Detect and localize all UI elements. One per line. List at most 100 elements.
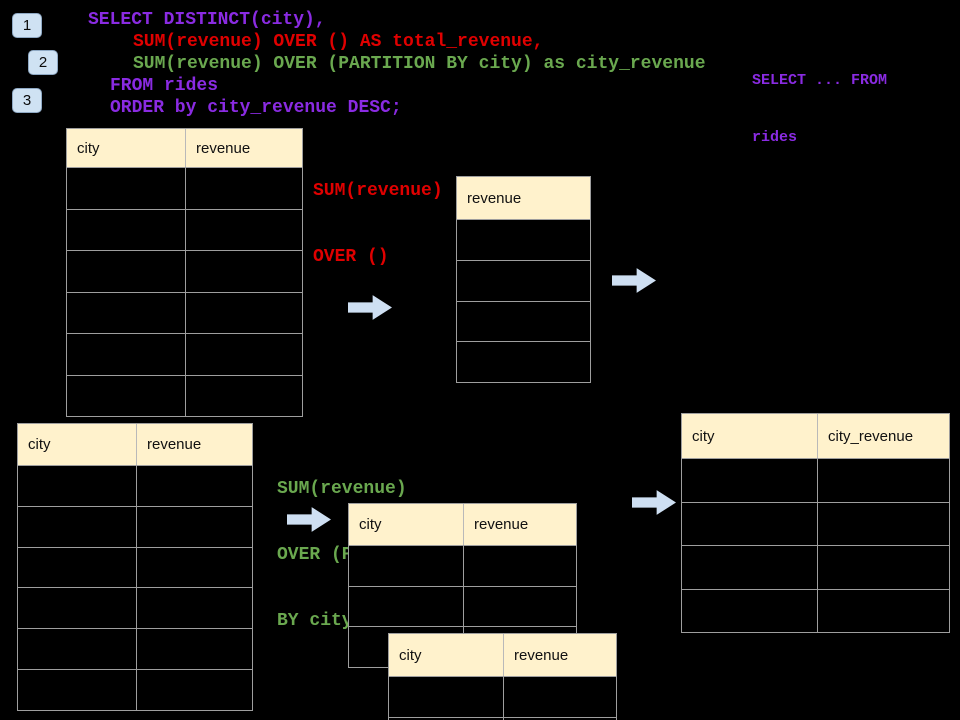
step-badge-2: 2	[28, 50, 58, 75]
table-row	[389, 677, 616, 718]
annotation-line: SELECT ... FROM	[752, 72, 888, 89]
table-row	[18, 466, 252, 507]
table-body	[18, 466, 252, 710]
table-cell	[18, 588, 137, 629]
column-header-city: city	[18, 424, 137, 465]
table-cell	[18, 506, 137, 547]
sql-line-select: SELECT DISTINCT(city),	[88, 10, 326, 30]
table-cell	[504, 677, 616, 717]
table-row	[67, 209, 302, 251]
table-result: city city_revenue	[681, 413, 950, 633]
table-cell	[186, 210, 302, 251]
table-cell	[67, 209, 186, 250]
table-body	[682, 459, 949, 632]
table-row	[457, 261, 590, 302]
table-row	[67, 251, 302, 293]
table-header-row: city city_revenue	[682, 414, 949, 459]
table-cell	[67, 334, 186, 375]
table-cell	[349, 586, 464, 627]
column-header-revenue: revenue	[196, 139, 251, 157]
table-cell	[186, 168, 302, 209]
annotation-select-from: SELECT ... FROM rides	[752, 33, 887, 185]
table-cell	[186, 293, 302, 334]
column-header-revenue: revenue	[147, 436, 202, 453]
table-cell	[137, 466, 252, 506]
table-cell	[457, 261, 590, 301]
table-cell	[389, 718, 504, 720]
table-cell	[18, 670, 137, 710]
table-cell	[137, 507, 252, 547]
table-cell	[682, 546, 818, 589]
table-body	[67, 168, 302, 416]
table-cell	[818, 503, 949, 546]
annotation-line: SUM(revenue)	[277, 479, 407, 499]
table-row	[18, 506, 252, 548]
table-header-row: city revenue	[389, 634, 616, 677]
table-header-row: city revenue	[349, 504, 576, 546]
flow-arrow-icon	[612, 268, 656, 293]
table-cell	[457, 220, 590, 260]
sql-line-from: FROM rides	[110, 76, 219, 96]
table-cell	[389, 677, 504, 717]
table-header-row: city revenue	[18, 424, 252, 466]
column-header-city: city	[389, 634, 504, 676]
step-badge-3: 3	[12, 88, 42, 113]
table-cell	[137, 629, 252, 669]
annotation-line: OVER ()	[313, 247, 389, 267]
annotation-line: SUM(revenue)	[313, 181, 443, 201]
flow-arrow-icon	[632, 490, 676, 515]
table-partition-overlay: city revenue	[388, 633, 617, 720]
table-row	[682, 502, 949, 546]
table-cell	[18, 466, 137, 506]
table-row	[389, 718, 616, 720]
column-header-city: city	[349, 504, 464, 545]
annotation-line: rides	[752, 129, 798, 146]
sql-line-order-by: ORDER by city_revenue DESC;	[110, 98, 402, 118]
table-cell	[457, 302, 590, 342]
table-row	[349, 546, 576, 587]
table-cell	[818, 590, 949, 633]
table-cell	[818, 546, 949, 589]
annotation-sum-over-all: SUM(revenue) OVER ()	[313, 136, 443, 312]
table-cell	[137, 548, 252, 588]
table-cell	[682, 502, 818, 545]
table-row	[18, 629, 252, 671]
table-cell	[682, 589, 818, 632]
table-row	[682, 459, 949, 503]
table-row	[67, 375, 302, 417]
column-header-revenue: revenue	[514, 646, 569, 664]
table-row	[682, 589, 949, 633]
table-header-row: revenue	[457, 177, 590, 220]
table-cell	[67, 168, 186, 209]
table-cell	[186, 251, 302, 292]
table-source-top: city revenue	[66, 128, 303, 417]
column-header-city: city	[682, 414, 818, 458]
step-badge-1: 1	[12, 13, 42, 38]
table-cell	[186, 376, 302, 417]
table-cell	[464, 546, 576, 586]
table-cell	[818, 459, 949, 502]
sql-line-sum-partition: SUM(revenue) OVER (PARTITION BY city) as…	[133, 54, 706, 74]
table-cell	[137, 588, 252, 628]
table-header-row: city revenue	[67, 129, 302, 168]
table-cell	[18, 547, 137, 588]
table-row	[18, 547, 252, 589]
table-row	[349, 586, 576, 628]
table-source-bottom: city revenue	[17, 423, 253, 711]
table-row	[457, 302, 590, 343]
table-row	[457, 342, 590, 382]
table-cell	[682, 459, 818, 502]
table-cell	[137, 670, 252, 710]
table-row	[18, 588, 252, 630]
column-header-city: city	[67, 129, 186, 167]
table-cell	[67, 292, 186, 333]
table-row	[18, 670, 252, 710]
sql-line-sum-over: SUM(revenue) OVER () AS total_revenue,	[133, 32, 544, 52]
table-body	[457, 220, 590, 382]
table-cell	[18, 629, 137, 670]
table-cell	[349, 546, 464, 586]
table-cell	[457, 342, 590, 382]
table-row	[67, 168, 302, 210]
table-row	[67, 334, 302, 376]
